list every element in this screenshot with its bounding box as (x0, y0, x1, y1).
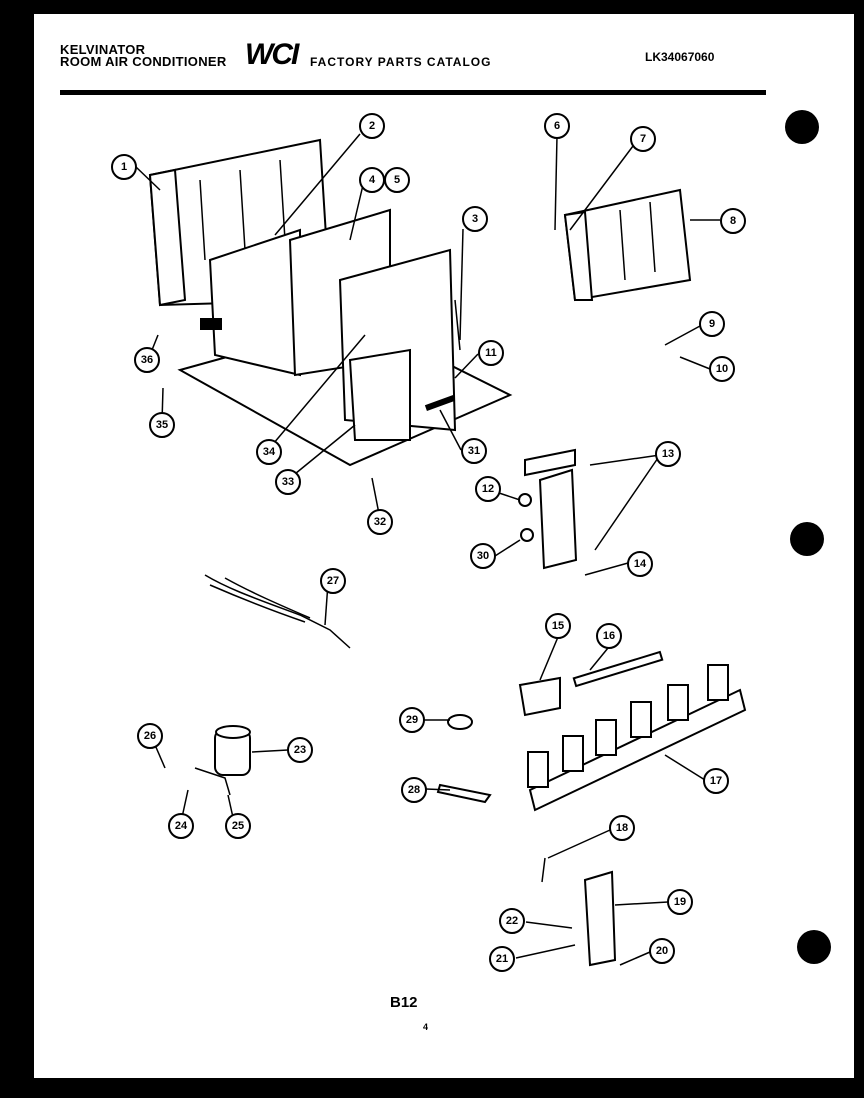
callout-7: 7 (630, 126, 656, 152)
catalog-title: FACTORY PARTS CATALOG (310, 55, 492, 69)
callout-32: 32 (367, 509, 393, 535)
svg-text:7: 7 (640, 133, 646, 145)
page-code: B12 (390, 994, 418, 1011)
svg-text:14: 14 (634, 558, 647, 570)
svg-text:31: 31 (468, 445, 480, 457)
callout-13: 13 (655, 441, 681, 467)
binder-hole-middle (790, 522, 824, 556)
svg-text:24: 24 (175, 820, 188, 832)
callout-29: 29 (399, 707, 425, 733)
power-cord (204, 574, 351, 649)
svg-text:26: 26 (144, 730, 156, 742)
brand-label: KELVINATOR ROOM AIR CONDITIONER (60, 42, 227, 69)
binder-hole-top (785, 110, 819, 144)
callout-19: 19 (667, 889, 693, 915)
svg-text:15: 15 (552, 620, 564, 632)
callout-34: 34 (256, 439, 282, 465)
callout-20: 20 (649, 938, 675, 964)
callout-9: 9 (699, 311, 725, 337)
callout-8: 8 (720, 208, 746, 234)
callout-25: 25 (225, 813, 251, 839)
louver-assembly (518, 650, 747, 812)
callout-15: 15 (545, 613, 571, 639)
svg-text:3: 3 (472, 213, 478, 225)
capacitor (194, 725, 251, 796)
svg-text:1: 1 (121, 161, 127, 173)
callout-36: 36 (134, 347, 160, 373)
svg-text:30: 30 (477, 550, 489, 562)
callout-4: 4 (359, 167, 385, 193)
svg-text:32: 32 (374, 516, 386, 528)
callout-27: 27 (320, 568, 346, 594)
callout-30: 30 (470, 543, 496, 569)
callout-28: 28 (401, 777, 427, 803)
svg-text:21: 21 (496, 953, 508, 965)
control-bracket (518, 448, 578, 570)
callout-23: 23 (287, 737, 313, 763)
footer-mark: 4 (423, 1022, 429, 1032)
svg-text:28: 28 (408, 784, 420, 796)
svg-text:22: 22 (506, 915, 518, 927)
header-rule (60, 90, 766, 95)
callout-1: 1 (111, 154, 137, 180)
svg-text:18: 18 (616, 822, 628, 834)
svg-text:12: 12 (482, 483, 494, 495)
callout-18: 18 (609, 815, 635, 841)
wci-logo: WCI (245, 38, 299, 71)
svg-text:5: 5 (394, 174, 400, 186)
callout-21: 21 (489, 946, 515, 972)
svg-text:20: 20 (656, 945, 668, 957)
svg-text:13: 13 (662, 448, 674, 460)
svg-text:16: 16 (603, 630, 615, 642)
callout-6: 6 (544, 113, 570, 139)
callout-35: 35 (149, 412, 175, 438)
callout-10: 10 (709, 356, 735, 382)
callout-26: 26 (137, 723, 163, 749)
svg-text:25: 25 (232, 820, 244, 832)
svg-text:35: 35 (156, 419, 168, 431)
svg-text:34: 34 (263, 446, 276, 458)
callout-31: 31 (461, 438, 487, 464)
brand-line-2: ROOM AIR CONDITIONER (60, 54, 227, 69)
brand-line-1: KELVINATOR (60, 42, 146, 57)
leader-lines (135, 133, 720, 966)
thermostat-parts (436, 714, 492, 804)
svg-text:36: 36 (141, 354, 153, 366)
svg-text:11: 11 (485, 347, 497, 359)
svg-text:33: 33 (282, 476, 294, 488)
callout-3: 3 (462, 206, 488, 232)
svg-text:2: 2 (369, 120, 375, 132)
svg-text:8: 8 (730, 215, 736, 227)
svg-text:17: 17 (710, 775, 722, 787)
svg-text:23: 23 (294, 744, 306, 756)
svg-text:9: 9 (709, 318, 715, 330)
svg-text:27: 27 (327, 575, 339, 587)
callout-16: 16 (596, 623, 622, 649)
callout-22: 22 (499, 908, 525, 934)
callout-2: 2 (359, 113, 385, 139)
svg-text:6: 6 (554, 120, 560, 132)
callout-33: 33 (275, 469, 301, 495)
callout-14: 14 (627, 551, 653, 577)
model-code: LK34067060 (645, 50, 715, 64)
svg-text:10: 10 (716, 363, 728, 375)
callout-12: 12 (475, 476, 501, 502)
svg-text:19: 19 (674, 896, 686, 908)
callout-5: 5 (384, 167, 410, 193)
callout-24: 24 (168, 813, 194, 839)
callout-17: 17 (703, 768, 729, 794)
callout-11: 11 (478, 340, 504, 366)
svg-text:4: 4 (369, 174, 376, 186)
chassis-assembly (148, 138, 513, 467)
binder-hole-bottom (797, 930, 831, 964)
control-panel (541, 857, 617, 967)
svg-text:29: 29 (406, 714, 418, 726)
condenser-coil (563, 188, 692, 302)
